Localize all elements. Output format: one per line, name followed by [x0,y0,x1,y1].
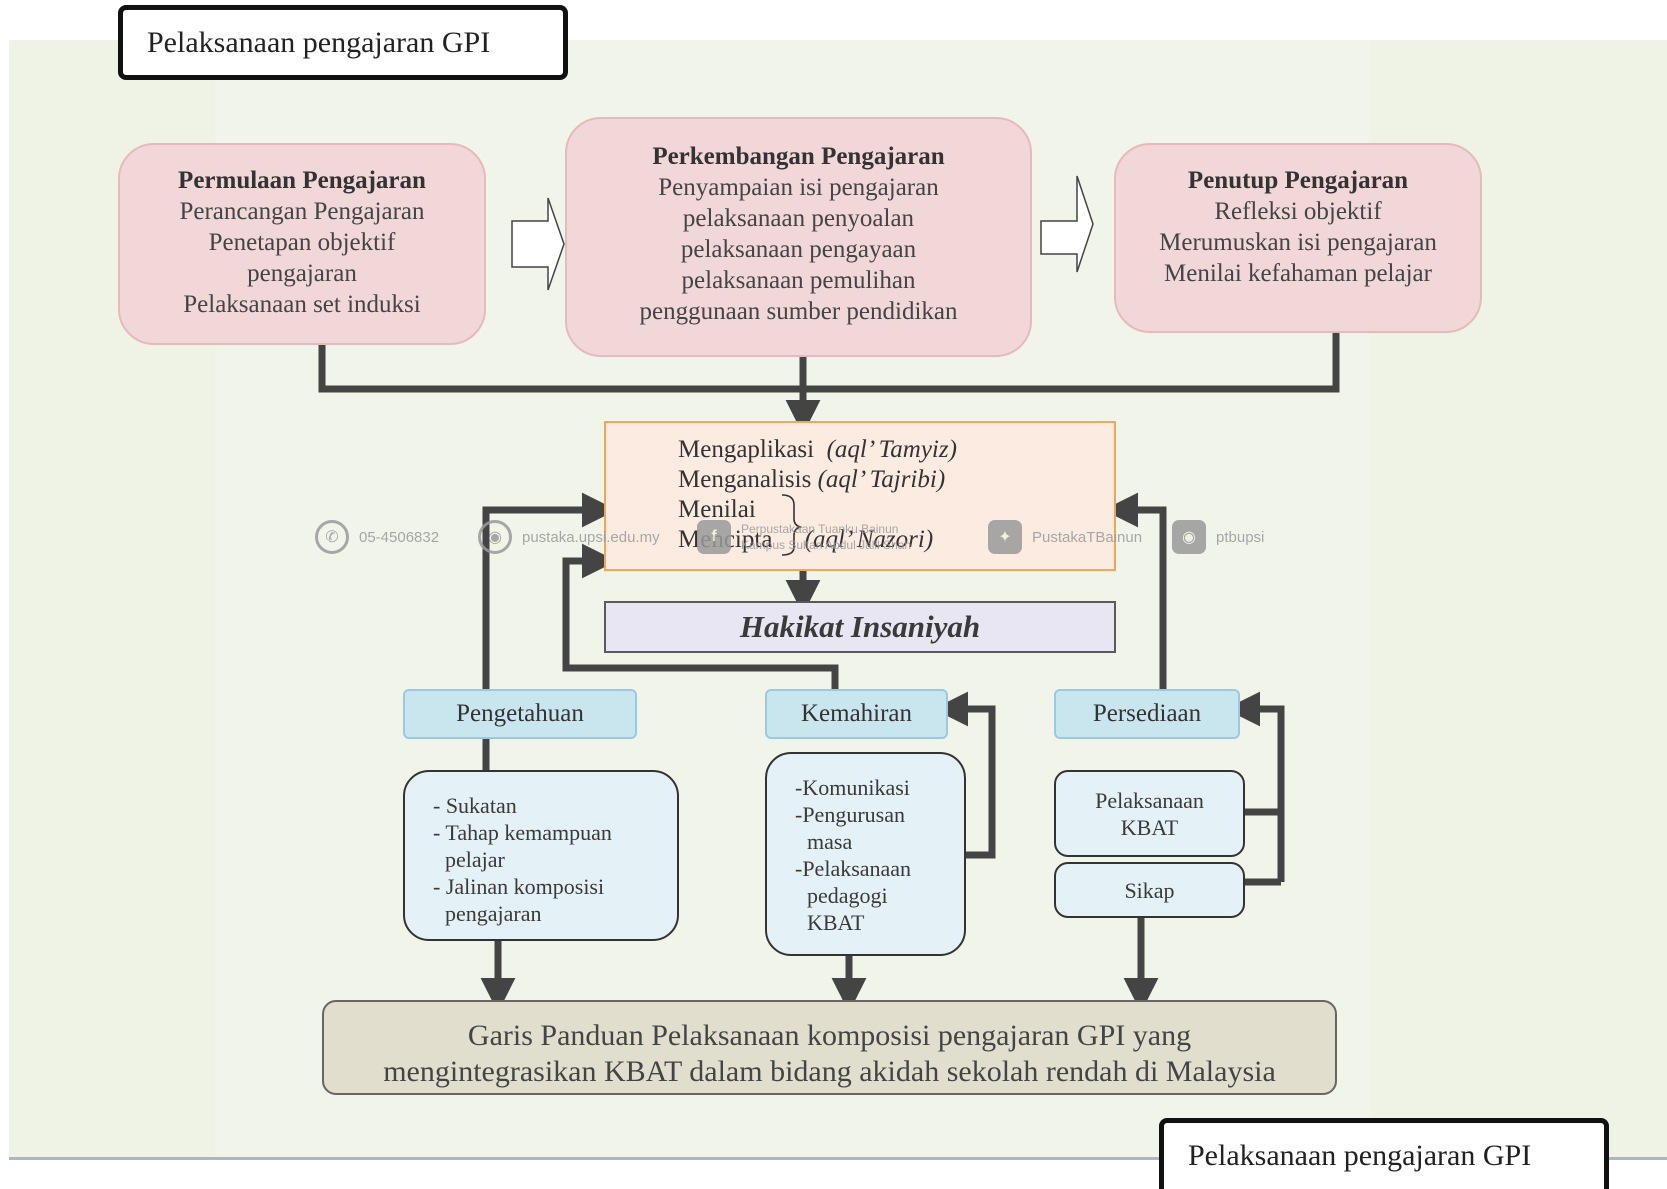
facebook-icon: f [697,520,731,554]
watermark-instagram: ◉ ptbupsi [1172,520,1264,554]
readiness-attitude-box: Sikap [1054,862,1245,918]
readiness-kbat-box: Pelaksanaan KBAT [1054,770,1245,857]
knowledge-label-box: Pengetahuan [403,689,637,739]
readiness-kbat-line: Pelaksanaan [1095,787,1204,813]
list-item: - Tahap kemampuan [433,820,612,845]
phase-development-line: pelaksanaan penyoalan [682,205,915,232]
list-item: -Pengurusan [795,802,905,827]
watermark-web-text: pustaka.upsi.edu.my [522,528,660,546]
phase-development-title: Perkembangan Pengajaran [652,143,945,170]
watermark-twitter: ✦ PustakaTBainun [988,520,1142,554]
phase-arrow-1 [511,197,565,291]
readiness-label-box: Persediaan [1054,689,1240,739]
readiness-loop-arrow [1225,691,1285,816]
phone-icon: ✆ [315,520,349,554]
level-note: (aql’ Tamyiz) [826,436,957,463]
watermark-phone-text: 05-4506832 [359,528,440,546]
phase-closing-box: Penutup Pengajaran Refleksi objektif Mer… [1114,143,1482,333]
readiness-label: Persediaan [1092,700,1202,727]
level-analyse: Menganalisis (aql’ Tajribi) [678,465,1114,495]
footer-title-box: Pelaksanaan pengajaran GPI [1159,1118,1609,1189]
level-evaluate: Menilai [678,495,1114,525]
knowledge-details-box: - Sukatan - Tahap kemampuan pelajar - Ja… [403,770,679,941]
final-outcome-line: Garis Panduan Pelaksanaan komposisi peng… [467,1019,1192,1052]
phase-development-line: pelaksanaan pemulihan [681,267,916,294]
skill-label: Kemahiran [800,700,913,727]
level-note: (aql’ Nazori) [804,526,934,553]
watermark-twitter-text: PustakaTBainun [1032,528,1143,546]
list-item: pelajar [445,847,505,872]
skill-loop-arrow [933,691,996,859]
phase-closing-line: Refleksi objektif [1214,198,1382,225]
list-item: masa [807,829,853,854]
readiness-feedback-arrow [1103,492,1167,689]
start-to-bus-line [318,333,1340,393]
phase-development-box: Perkembangan Pengajaran Penyampaian isi … [565,117,1032,357]
hakikat-label: Hakikat Insaniyah [739,609,981,644]
phase-start-line: Penetapan objektif [208,229,396,256]
phase-start-title: Permulaan Pengajaran [178,167,426,194]
watermark-strip: ✆ 05-4506832 ◉ pustaka.upsi.edu.my f Per… [315,518,1264,558]
phase-development-line: penggunaan sumber pendidikan [639,298,958,325]
header-title: Pelaksanaan pengajaran GPI [147,25,491,59]
level-label: Menganalisis [678,466,812,493]
level-note: (aql’ Tajribi) [817,466,946,493]
list-item: KBAT [807,910,865,935]
level-label: Mengaplikasi [678,436,815,463]
final-outcome-line: mengintegrasikan KBAT dalam bidang akida… [383,1055,1276,1088]
phase-start-line: pengajaran [247,260,357,287]
phase-arrow-2 [1040,175,1094,273]
watermark-web: ◉ pustaka.upsi.edu.my [478,520,660,554]
list-item: -Pelaksanaan [795,856,912,881]
instagram-icon: ◉ [1172,520,1206,554]
globe-icon: ◉ [478,520,512,554]
panel-bottom-rule [9,1157,1667,1160]
phase-start-line: Pelaksanaan set induksi [183,291,421,318]
phase-closing-line: Merumuskan isi pengajaran [1159,229,1437,256]
watermark-phone: ✆ 05-4506832 [315,520,439,554]
readiness-attitude-label: Sikap [1124,877,1175,903]
list-item: - Jalinan komposisi [433,874,605,899]
phase-development-line: pelaksanaan pengayaan [680,236,917,263]
watermark-library-line: Perpustakaan Tuanku Bainun [741,522,899,536]
phase-closing-title: Penutup Pengajaran [1187,167,1409,194]
list-item: -Komunikasi [795,775,910,800]
footer-title: Pelaksanaan pengajaran GPI [1188,1139,1532,1172]
level-label: Menilai [678,496,756,523]
skill-feedback-arrow [562,543,839,689]
list-item: pedagogi [807,883,888,908]
level-apply: Mengaplikasi (aql’ Tamyiz) [678,435,1114,465]
phase-start-line: Perancangan Pengajaran [179,198,425,225]
list-item: - Sukatan [433,793,517,818]
phase-development-line: Penyampaian isi pengajaran [658,174,939,201]
watermark-instagram-text: ptbupsi [1216,528,1265,546]
skill-details-box: -Komunikasi -Pengurusan masa -Pelaksanaa… [765,752,966,956]
level-create: Mencipta (aql’ Nazori) [678,525,1114,555]
knowledge-feedback-arrow [482,492,617,690]
skill-label-box: Kemahiran [765,689,948,739]
readiness-kbat-line: KBAT [1120,814,1179,840]
header-title-box: Pelaksanaan pengajaran GPI [118,5,568,80]
phase-closing-line: Menilai kefahaman pelajar [1164,260,1432,287]
knowledge-label: Pengetahuan [456,700,584,727]
twitter-icon: ✦ [988,520,1022,554]
final-outcome-box: Garis Panduan Pelaksanaan komposisi peng… [322,1000,1337,1095]
phase-start-box: Permulaan Pengajaran Perancangan Pengaja… [118,143,486,345]
watermark-library: f Perpustakaan Tuanku Bainun Kampus Sult… [697,520,911,554]
list-item: pengajaran [445,901,542,926]
watermark-library-line: Kampus Sultan Abdul Jalil Shah [741,538,912,552]
hakikat-box: Hakikat Insaniyah [604,601,1116,653]
thinking-levels-box: Mengaplikasi (aql’ Tamyiz) Menganalisis … [604,421,1116,571]
